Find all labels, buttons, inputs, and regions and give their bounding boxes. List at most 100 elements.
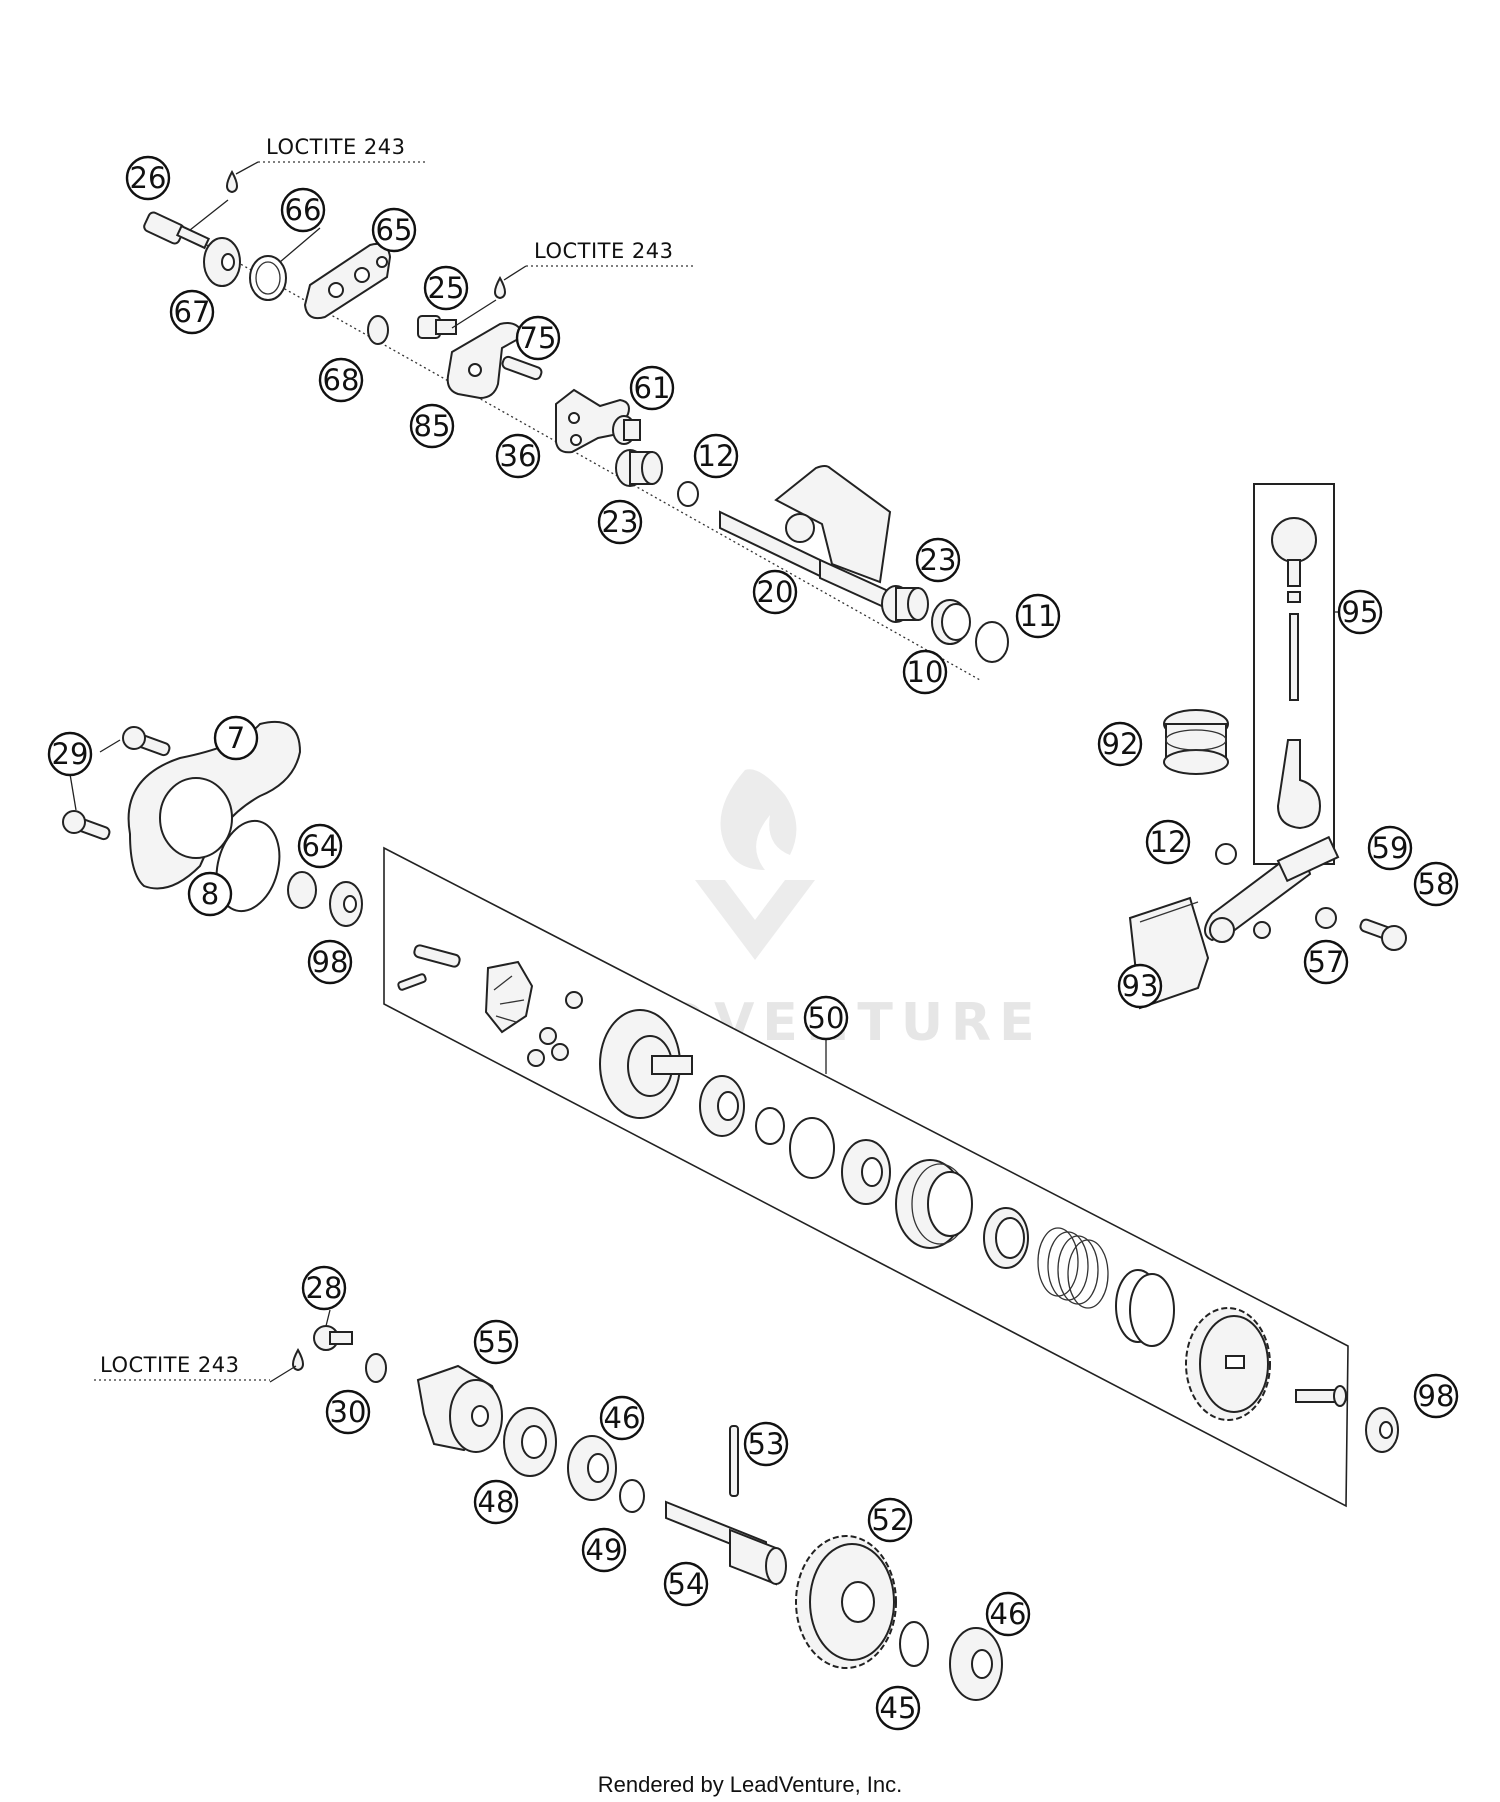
callout-7[interactable]: 7	[213, 715, 259, 761]
callout-20[interactable]: 20	[752, 569, 798, 615]
part-gear-52	[795, 1535, 897, 1669]
callout-67[interactable]: 67	[169, 289, 215, 335]
callout-8[interactable]: 8	[187, 871, 233, 917]
part-bearing-center	[699, 1075, 745, 1137]
callout-65[interactable]: 65	[371, 207, 417, 253]
part-bolt-29b	[62, 810, 111, 841]
svg-text:25: 25	[428, 271, 465, 305]
part-oring-12-right	[1215, 843, 1237, 865]
svg-text:45: 45	[880, 1691, 917, 1725]
svg-text:29: 29	[52, 737, 89, 771]
svg-text:28: 28	[306, 1271, 343, 1305]
svg-text:75: 75	[520, 321, 557, 355]
callout-98[interactable]: 98	[307, 939, 353, 985]
part-ratchet-gear	[484, 960, 534, 1034]
part-circlip-45	[899, 1621, 929, 1667]
svg-text:68: 68	[323, 363, 360, 397]
svg-text:92: 92	[1102, 727, 1139, 761]
callout-57[interactable]: 57	[1303, 939, 1349, 985]
part-washer-68	[367, 315, 389, 345]
kit-panel-50	[383, 846, 1349, 1508]
water-pump-shaft-assembly	[269, 1309, 1003, 1701]
svg-text:98: 98	[312, 945, 349, 979]
part-gasket-8	[215, 819, 281, 913]
part-pin-53	[729, 1425, 739, 1497]
svg-text:23: 23	[920, 543, 957, 577]
callout-54[interactable]: 54	[663, 1561, 709, 1607]
svg-text:67: 67	[174, 295, 211, 329]
part-shaft-20	[719, 465, 892, 610]
callout-48[interactable]: 48	[473, 1479, 519, 1525]
callout-25[interactable]: 25	[423, 265, 469, 311]
callout-11[interactable]: 11	[1015, 593, 1061, 639]
callout-64[interactable]: 64	[297, 823, 343, 869]
callout-45[interactable]: 45	[875, 1685, 921, 1731]
part-bearing-98	[329, 881, 363, 927]
callout-12[interactable]: 12	[693, 433, 739, 479]
svg-text:30: 30	[330, 1395, 367, 1429]
callout-23[interactable]: 23	[597, 499, 643, 545]
callout-98b[interactable]: 98	[1413, 1373, 1459, 1419]
svg-text:48: 48	[478, 1485, 515, 1519]
svg-text:7: 7	[227, 721, 245, 755]
part-ring-11	[975, 621, 1009, 663]
svg-text:59: 59	[1372, 831, 1409, 865]
callout-29[interactable]: 29	[47, 731, 93, 777]
part-spring-66	[249, 227, 321, 301]
callout-23b[interactable]: 23	[915, 537, 961, 583]
svg-text:66: 66	[285, 193, 322, 227]
part-nut-57	[1315, 907, 1337, 929]
callout-95[interactable]: 95	[1337, 589, 1383, 635]
exhaust-control-assembly	[143, 169, 1009, 681]
part-screw-25	[417, 315, 457, 339]
callout-61[interactable]: 61	[629, 365, 675, 411]
svg-text:93: 93	[1122, 969, 1159, 1003]
callout-66[interactable]: 66	[280, 187, 326, 233]
svg-text:8: 8	[201, 877, 219, 911]
svg-text:12: 12	[1150, 825, 1187, 859]
part-seal-48	[503, 1407, 557, 1477]
svg-text:53: 53	[748, 1427, 785, 1461]
part-impeller-55	[416, 1364, 503, 1453]
part-bolt-29a	[122, 726, 171, 757]
part-bearing-98-right	[1365, 1407, 1399, 1453]
svg-text:65: 65	[376, 213, 413, 247]
callout-55[interactable]: 55	[473, 1319, 519, 1365]
part-plate-65	[303, 242, 392, 320]
part-spring-housing	[895, 1159, 973, 1249]
callout-46[interactable]: 46	[599, 1395, 645, 1441]
callout-12b[interactable]: 12	[1145, 819, 1191, 865]
callout-26[interactable]: 26	[125, 155, 171, 201]
callout-10[interactable]: 10	[902, 649, 948, 695]
loctite-text: LOCTITE 243	[100, 1353, 240, 1377]
loctite-label-top-mid: LOCTITE 243	[503, 239, 696, 281]
callout-59[interactable]: 59	[1367, 825, 1413, 871]
callout-50[interactable]: 50	[803, 995, 849, 1041]
callout-46b[interactable]: 46	[985, 1591, 1031, 1637]
callout-36[interactable]: 36	[495, 433, 541, 479]
callout-58[interactable]: 58	[1413, 861, 1459, 907]
callout-28[interactable]: 28	[301, 1265, 347, 1311]
svg-text:46: 46	[604, 1401, 641, 1435]
callout-93[interactable]: 93	[1117, 963, 1163, 1009]
svg-text:10: 10	[907, 655, 944, 689]
callout-49[interactable]: 49	[581, 1527, 627, 1573]
callout-68[interactable]: 68	[318, 357, 364, 403]
part-bushing-23-right	[881, 585, 929, 623]
svg-text:61: 61	[634, 371, 671, 405]
callout-92[interactable]: 92	[1097, 721, 1143, 767]
callout-30[interactable]: 30	[325, 1389, 371, 1435]
part-disc	[599, 1009, 693, 1119]
callout-85[interactable]: 85	[409, 403, 455, 449]
callout-53[interactable]: 53	[743, 1421, 789, 1467]
callout-52[interactable]: 52	[867, 1497, 913, 1543]
part-coil-spring	[1037, 1227, 1109, 1309]
part-washer-30	[365, 1353, 387, 1383]
part-oring-12	[677, 481, 699, 507]
water-pump-cover-assembly	[62, 720, 363, 927]
callout-75[interactable]: 75	[515, 315, 561, 361]
svg-text:64: 64	[302, 829, 339, 863]
loctite-text: LOCTITE 243	[534, 239, 674, 263]
part-bolt-28	[313, 1325, 353, 1351]
part-pin-75	[501, 355, 543, 381]
